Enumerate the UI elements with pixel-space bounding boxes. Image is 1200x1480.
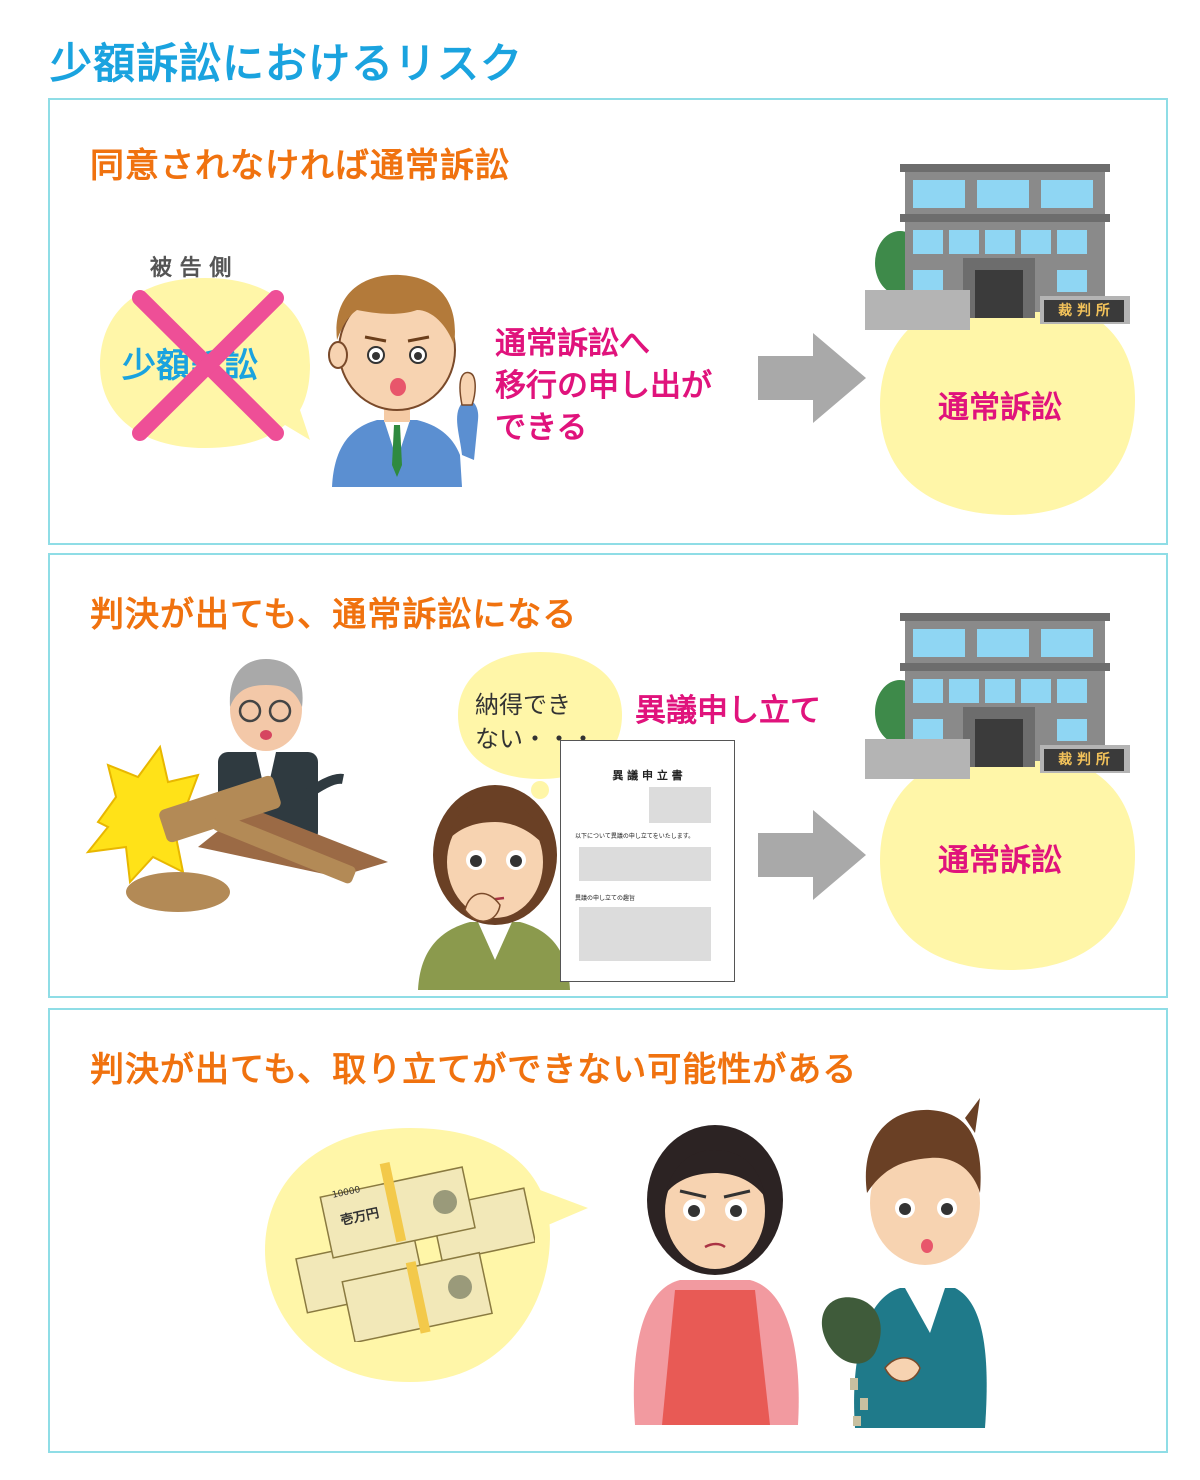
document-title: 異 議 申 立 書 — [612, 769, 683, 782]
court-blob — [875, 265, 1140, 520]
courthouse-illustration — [865, 158, 1145, 338]
right-arrow-icon — [758, 333, 868, 423]
right-arrow-icon — [758, 810, 868, 900]
result-normal-litigation: 通常訴訟 — [938, 390, 1062, 426]
panel-objection: 判決が出ても、通常訴訟になる 納得でき ない・・・ 異議申し立て — [48, 553, 1168, 998]
woman-creditor-illustration — [620, 1115, 810, 1425]
defendant-label: 被 告 側 — [150, 256, 232, 281]
speech-line-2: 移行の申し出が — [495, 368, 712, 404]
cash-stacks-illustration — [295, 1162, 535, 1342]
judge-gavel-illustration — [68, 647, 388, 937]
panel-heading: 判決が出ても、通常訴訟になる — [90, 595, 578, 635]
court-blob — [875, 720, 1140, 975]
man-debtor-illustration — [805, 1098, 995, 1428]
panel-heading: 同意されなければ通常訴訟 — [90, 146, 510, 186]
court-sign: 裁 判 所 — [1044, 749, 1124, 771]
objection-label: 異議申し立て — [635, 693, 821, 729]
objection-document: 異 議 申 立 書 以下について異議の申し立てをいたします。 異議の申し立ての趣… — [560, 740, 735, 982]
woman-thinking-illustration — [410, 760, 580, 990]
document-box-3 — [579, 907, 711, 961]
speech-line-1: 通常訴訟へ — [495, 326, 650, 362]
panel-heading: 判決が出ても、取り立てができない可能性がある — [90, 1050, 858, 1090]
panel-normal-litigation-consent: 同意されなければ通常訴訟 被 告 側 少額訴訟 通常訴訟へ 移行の申し出が でき — [48, 98, 1168, 545]
defendant-man-illustration — [312, 255, 482, 487]
court-sign: 裁 判 所 — [1044, 300, 1124, 322]
speech-line-3: できる — [495, 410, 588, 446]
panel-collection-risk: 判決が出ても、取り立てができない可能性がある 10000 壱万円 — [48, 1008, 1168, 1453]
document-text-2: 異議の申し立ての趣旨 — [575, 895, 636, 902]
cross-mark-icon — [128, 288, 288, 443]
document-box-2 — [579, 847, 711, 881]
document-text-1: 以下について異議の申し立てをいたします。 — [575, 833, 695, 840]
page-title: 少額訴訟におけるリスク — [50, 39, 524, 88]
document-box-1 — [649, 787, 711, 823]
result-normal-litigation: 通常訴訟 — [938, 843, 1062, 879]
thought-line-1: 納得でき — [475, 691, 571, 719]
